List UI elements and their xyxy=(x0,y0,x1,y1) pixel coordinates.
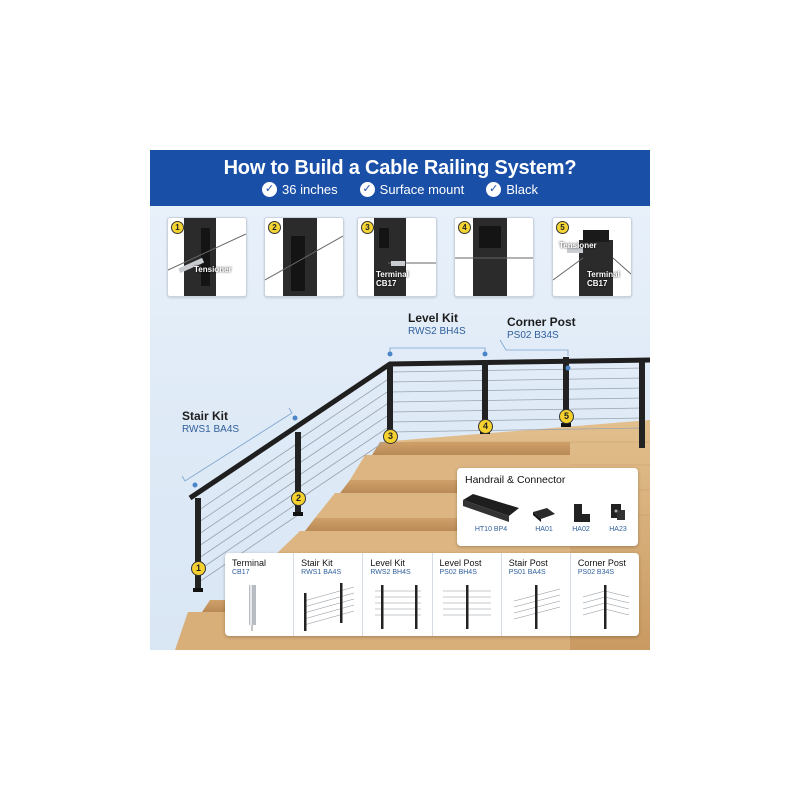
terminal-closeup-icon xyxy=(374,218,436,296)
level-kit-icon xyxy=(375,585,422,629)
product-stair-post: Stair Post PS01 BA4S xyxy=(502,553,571,636)
step-card-5: 5 Tensioner Terminal CB17 xyxy=(552,217,632,297)
product-level-kit: Level Kit RWS2 BH4S xyxy=(363,553,433,636)
handrail-item: HT10 BP4 xyxy=(461,492,521,533)
check-icon: ✓ xyxy=(262,182,277,197)
level-kit-label: Level Kit RWS2 BH4S xyxy=(408,311,466,338)
product-terminal: Terminal CB17 xyxy=(225,553,295,636)
post-badge-2: 2 xyxy=(291,491,306,506)
product-panel: Terminal CB17 Stair Kit RWS1 BA4S Level … xyxy=(225,553,639,636)
post-badge-5: 5 xyxy=(559,409,574,424)
step-tag: Terminal CB17 xyxy=(376,270,409,288)
terminal-fitting-icon xyxy=(249,585,256,631)
connector-ha23: HA23 xyxy=(603,500,633,533)
connector-ha02: HA02 xyxy=(566,500,596,533)
panel-title: Handrail & Connector xyxy=(465,474,566,486)
feature-mount: ✓Surface mount xyxy=(359,182,464,197)
step-card-3: 3 Terminal CB17 xyxy=(357,217,437,297)
feature-color: ✓Black xyxy=(486,182,538,197)
step-number: 2 xyxy=(268,221,281,234)
level-cables xyxy=(389,367,643,433)
step-number: 3 xyxy=(361,221,374,234)
page-title: How to Build a Cable Railing System? xyxy=(223,157,577,179)
step-number: 1 xyxy=(171,221,184,234)
post-badge-3: 3 xyxy=(383,429,398,444)
step-tag: Tensioner xyxy=(194,265,232,274)
stair-kit-label: Stair Kit RWS1 BA4S xyxy=(182,409,240,436)
infographic: How to Build a Cable Railing System? ✓36… xyxy=(150,150,650,650)
feature-list: ✓36 inches ✓Surface mount ✓Black xyxy=(150,182,650,197)
post-cable-through-icon xyxy=(455,218,533,296)
step-number: 4 xyxy=(458,221,471,234)
post-cable-pass-icon xyxy=(265,218,343,296)
step-card-4: 4 xyxy=(454,217,534,297)
level-post-icon xyxy=(442,585,491,629)
check-icon: ✓ xyxy=(486,182,502,197)
step-number: 5 xyxy=(556,221,569,234)
feature-height: ✓36 inches xyxy=(262,182,338,197)
step-tag: Tensioner xyxy=(559,241,597,250)
tensioner-closeup-icon xyxy=(168,218,246,296)
product-stair-kit: Stair Kit RWS1 BA4S xyxy=(294,553,364,636)
step-card-1: 1 Tensioner xyxy=(167,217,247,297)
product-corner-post: Corner Post PS02 B34S xyxy=(571,553,639,636)
connector-ha01: HA01 xyxy=(529,504,559,533)
corner-post-icon xyxy=(582,585,629,629)
stair-kit-icon xyxy=(304,583,355,631)
product-level-post: Level Post PS02 BH4S xyxy=(433,553,502,636)
flat-connector-icon xyxy=(533,508,555,522)
handrail-bar-icon xyxy=(463,494,519,522)
header-banner: How to Build a Cable Railing System? ✓36… xyxy=(150,150,650,206)
step-tag-2: Terminal CB17 xyxy=(587,270,620,288)
post-badge-1: 1 xyxy=(191,561,206,576)
handrail-connector-panel: Handrail & Connector HT10 BP4 HA01 HA02 … xyxy=(457,468,638,546)
check-icon: ✓ xyxy=(359,182,375,197)
adjustable-connector-icon xyxy=(611,504,625,520)
corner-post-label: Corner Post PS02 B34S xyxy=(507,315,576,342)
corner-post-closeup-icon xyxy=(553,230,631,296)
step-card-2: 2 xyxy=(264,217,344,297)
stair-post-icon xyxy=(513,585,560,629)
corner-connector-icon xyxy=(574,504,590,522)
post-badge-4: 4 xyxy=(478,419,493,434)
stair-cables xyxy=(198,377,391,583)
